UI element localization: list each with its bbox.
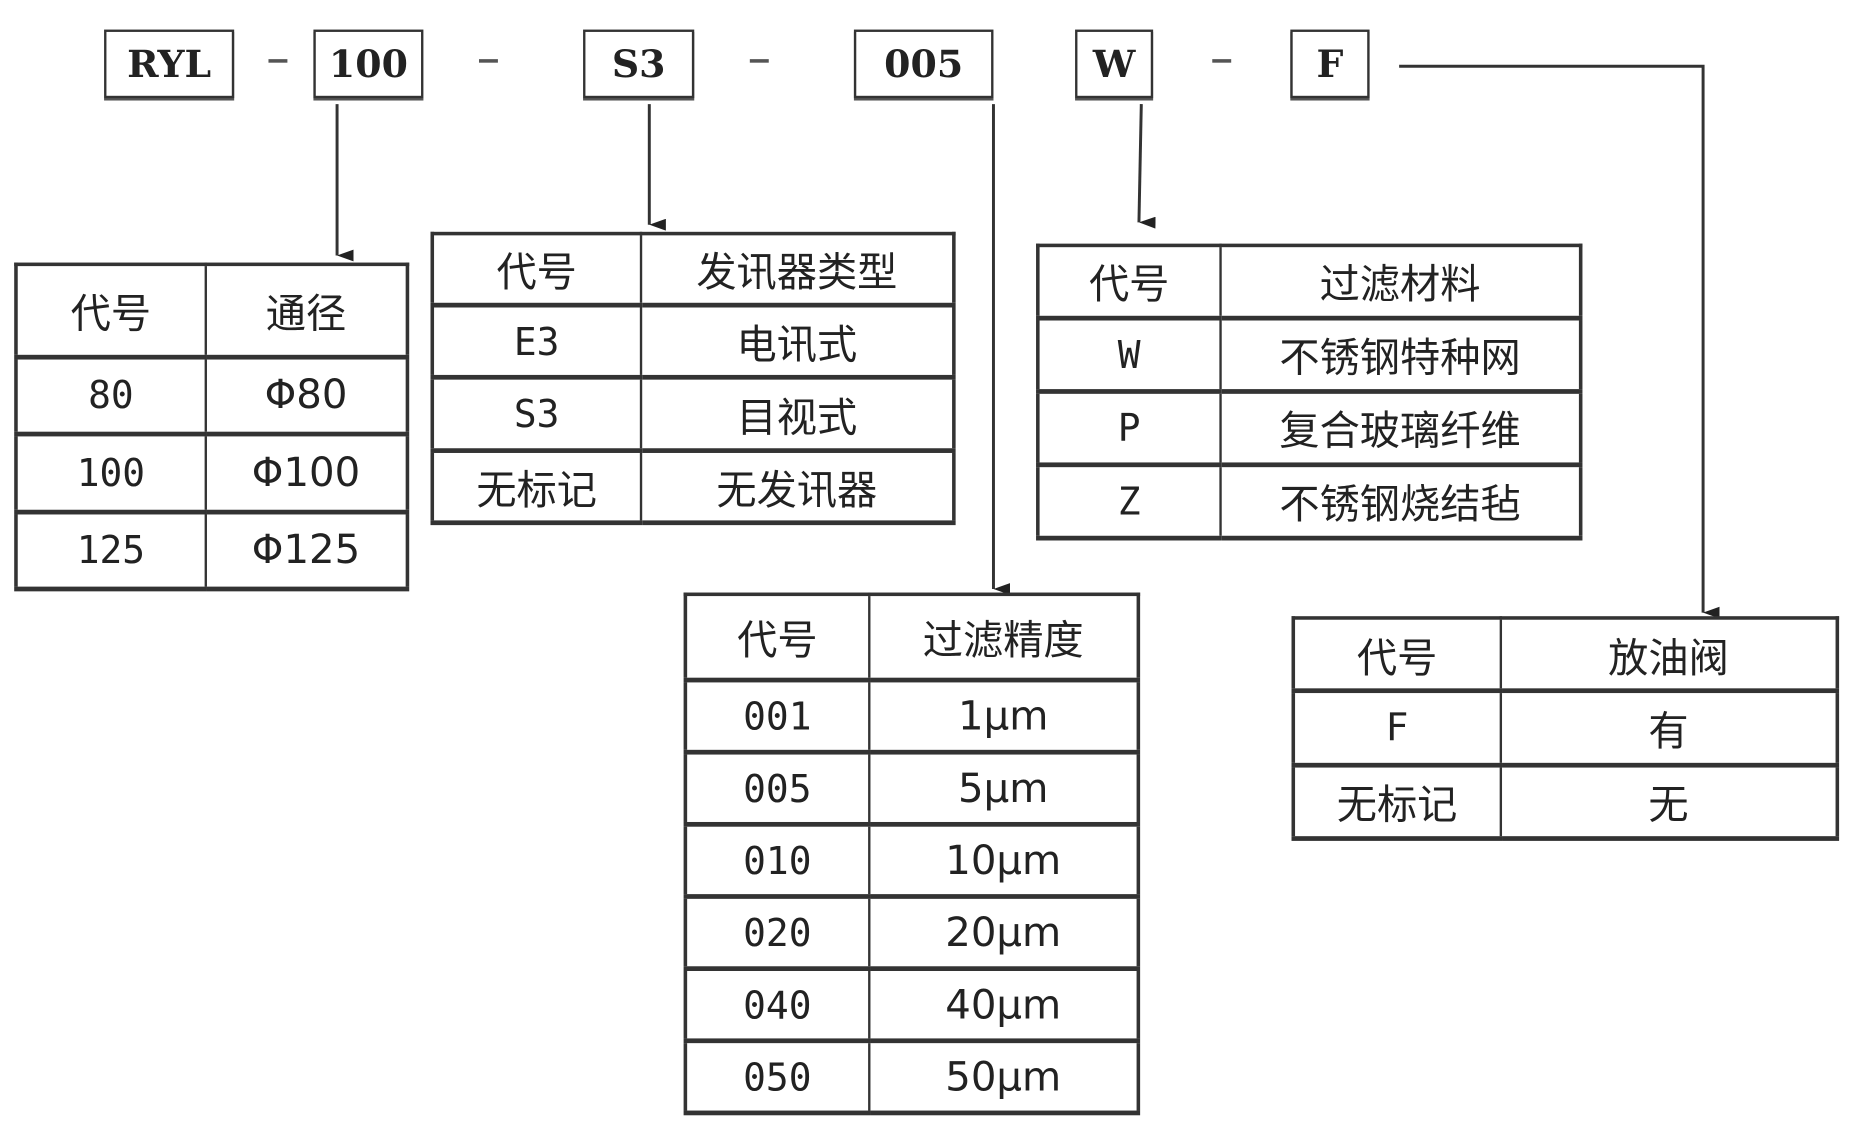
code-cell: 80 — [14, 355, 207, 437]
code-bore: 100 — [313, 29, 424, 99]
code-cell: Z — [1036, 463, 1222, 541]
value-cell: Φ100 — [204, 432, 409, 514]
code-cell: E3 — [431, 304, 642, 381]
code-material: W — [1075, 29, 1154, 99]
value-cell: 电讯式 — [639, 304, 956, 381]
value-cell: 有 — [1499, 689, 1839, 768]
header-cell: 放油阀 — [1499, 616, 1839, 694]
code-cell: 040 — [684, 967, 870, 1044]
table-header-row: 代号过滤精度 — [684, 593, 1140, 683]
header-cell: 代号 — [1292, 616, 1502, 694]
value-cell: 50μm — [867, 1039, 1140, 1116]
arrow-valve — [1399, 64, 1720, 619]
table-row: 无标记无 — [1292, 763, 1839, 841]
value-cell: 目视式 — [639, 376, 956, 453]
code-cell: 010 — [684, 823, 870, 899]
code-cell: 100 — [14, 432, 207, 514]
code-cell: W — [1036, 316, 1222, 394]
header-cell: 代号 — [431, 232, 642, 308]
table-header-row: 代号通径 — [14, 263, 409, 360]
value-cell: 20μm — [867, 895, 1140, 972]
code-cell: 无标记 — [1292, 763, 1502, 841]
value-cell: 不锈钢特种网 — [1218, 316, 1582, 394]
header-cell: 代号 — [1036, 244, 1222, 321]
table-header-row: 代号放油阀 — [1292, 616, 1839, 694]
value-cell: 复合玻璃纤维 — [1218, 390, 1582, 468]
table-header-row: 代号过滤材料 — [1036, 244, 1582, 321]
code-precision: 005 — [853, 29, 994, 99]
header-cell: 代号 — [684, 593, 870, 683]
header-cell: 通径 — [204, 263, 409, 360]
code-cell: F — [1292, 689, 1502, 768]
code-series: RYL — [104, 29, 235, 99]
value-cell: 无 — [1499, 763, 1839, 841]
code-cell: 125 — [14, 510, 207, 592]
header-cell: 代号 — [14, 263, 207, 360]
dash-separator — [1212, 59, 1232, 63]
table-header-row: 代号发讯器类型 — [431, 232, 956, 308]
value-cell: 40μm — [867, 967, 1140, 1044]
arrow-material — [1137, 104, 1156, 229]
value-cell: 5μm — [867, 751, 1140, 827]
header-cell: 过滤精度 — [867, 593, 1140, 683]
code-indicator: S3 — [583, 29, 695, 99]
value-cell: 1μm — [867, 679, 1140, 755]
value-cell: Φ80 — [204, 355, 409, 437]
value-cell: 10μm — [867, 823, 1140, 899]
code-cell: 001 — [684, 679, 870, 755]
value-cell: 不锈钢烧结毡 — [1218, 463, 1582, 541]
code-cell: 050 — [684, 1039, 870, 1116]
code-valve: F — [1290, 29, 1370, 99]
code-cell: 无标记 — [431, 449, 642, 526]
header-cell: 过滤材料 — [1218, 244, 1582, 321]
table-row: 无标记无发讯器 — [431, 449, 956, 526]
code-cell: P — [1036, 390, 1222, 468]
dash-separator — [749, 59, 769, 63]
dash-separator — [268, 59, 288, 63]
value-cell: 无发讯器 — [639, 449, 956, 526]
code-cell: S3 — [431, 376, 642, 453]
code-cell: 020 — [684, 895, 870, 972]
dash-separator — [478, 59, 498, 63]
value-cell: Φ125 — [204, 510, 409, 592]
code-cell: 005 — [684, 751, 870, 827]
header-cell: 发讯器类型 — [639, 232, 956, 308]
